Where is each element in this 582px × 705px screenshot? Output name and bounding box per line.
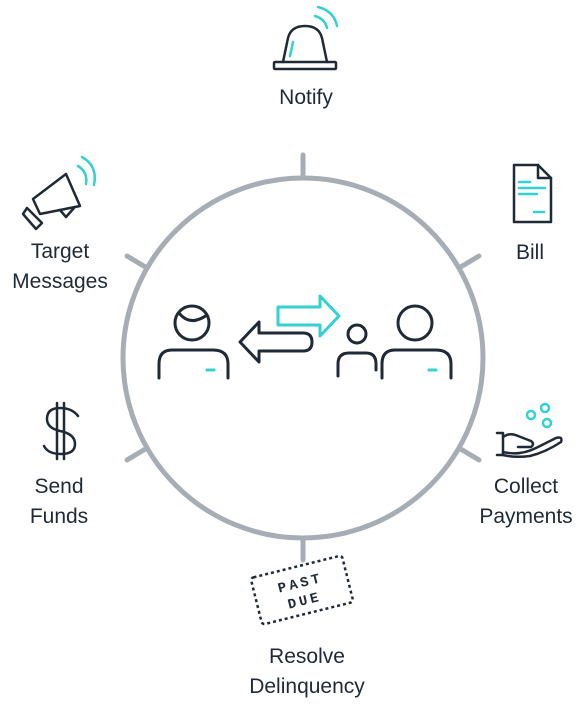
label-line: Resolve [269, 645, 345, 668]
stage-label-bill: Bill [516, 238, 544, 268]
label-line: Target [30, 240, 90, 263]
person-icon [380, 304, 453, 380]
small-person-icon [336, 323, 378, 378]
arrow-right-icon [276, 294, 341, 338]
label-line: Messages [12, 270, 108, 293]
spoke-collect [456, 445, 482, 463]
ring-spokes [124, 152, 482, 563]
center-exchange [157, 294, 453, 380]
stage-label-notify: Notify [279, 83, 333, 113]
stage-label-send-funds: Send Funds [30, 472, 88, 532]
document-icon [512, 163, 553, 224]
label-line: Notify [279, 86, 333, 109]
spoke-target [124, 253, 150, 271]
siren-icon [272, 5, 339, 71]
megaphone-icon [21, 155, 96, 231]
stage-label-collect-payments: Collect Payments [479, 472, 572, 532]
label-line: Bill [515, 241, 545, 264]
label-line: Collect [493, 475, 559, 498]
arrow-left-icon [238, 320, 314, 364]
label-line: Delinquency [249, 675, 365, 698]
stage-label-target-messages: Target Messages [12, 237, 108, 297]
dollar-icon [42, 401, 80, 461]
label-line: Payments [479, 505, 573, 528]
spoke-send [124, 445, 150, 463]
label-line: Send [34, 475, 84, 498]
label-line: Funds [29, 505, 89, 528]
past-due-stamp-icon: PAST DUE [249, 554, 355, 626]
ring-circle [120, 175, 486, 541]
person-icon [157, 304, 230, 380]
hand-coins-icon [495, 402, 563, 459]
stage-label-resolve-delinquency: Resolve Delinquency [249, 642, 365, 702]
spoke-bill [456, 253, 482, 271]
